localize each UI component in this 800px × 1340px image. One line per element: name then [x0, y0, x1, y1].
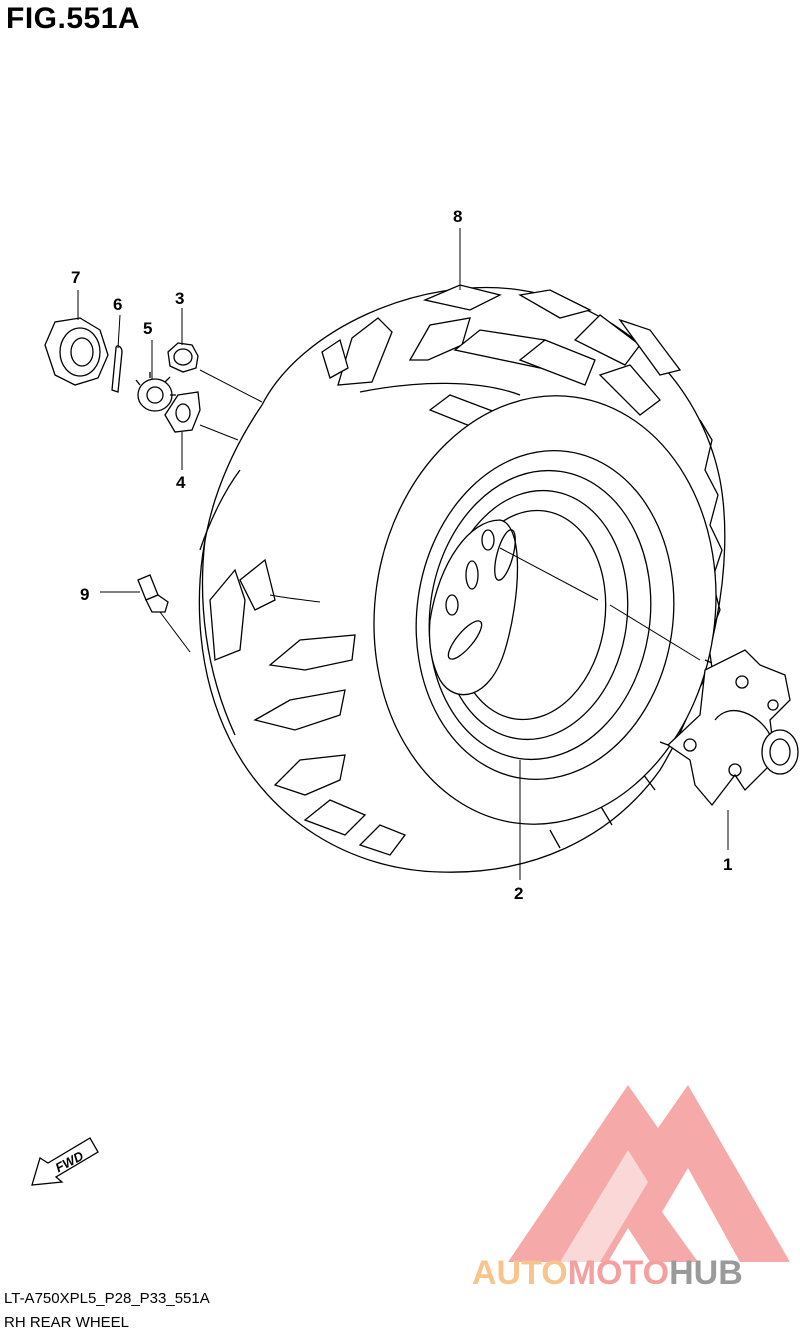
hub-cap-part-7[interactable]	[44, 317, 109, 386]
figure-name: RH REAR WHEEL	[4, 1314, 130, 1331]
cotter-pin-part-6[interactable]	[111, 345, 123, 393]
wheel-nut-part-3[interactable]	[167, 342, 199, 373]
fwd-direction-arrow: FWD	[31, 1137, 99, 1186]
callout-8: 8	[453, 207, 462, 226]
callout-4: 4	[176, 473, 186, 492]
wheel-rim-part-2[interactable]	[347, 373, 744, 846]
callout-1: 1	[723, 855, 732, 874]
brand-part-auto: AUTO	[472, 1254, 568, 1292]
callout-9: 9	[80, 585, 89, 604]
watermark-logo-icon	[508, 1085, 790, 1262]
valve-part-9[interactable]	[137, 574, 169, 613]
callout-3: 3	[175, 289, 184, 308]
washer-part-4[interactable]	[164, 391, 201, 433]
callout-2: 2	[514, 884, 523, 903]
castle-nut-part-5[interactable]	[135, 372, 176, 412]
watermark-brand: AUTOMOTOHUB	[472, 1254, 743, 1293]
figure-title: FIG.551A	[6, 2, 141, 35]
wheel-hub-part-1[interactable]	[659, 649, 799, 807]
callout-5: 5	[143, 319, 152, 338]
brand-part-hub: HUB	[669, 1254, 743, 1292]
brand-part-moto: MOTO	[567, 1254, 670, 1292]
figure-code: LT-A750XPL5_P28_P33_551A	[4, 1290, 210, 1307]
callout-7: 7	[71, 268, 80, 287]
callout-6: 6	[113, 295, 122, 314]
leader-lines	[77, 228, 729, 880]
